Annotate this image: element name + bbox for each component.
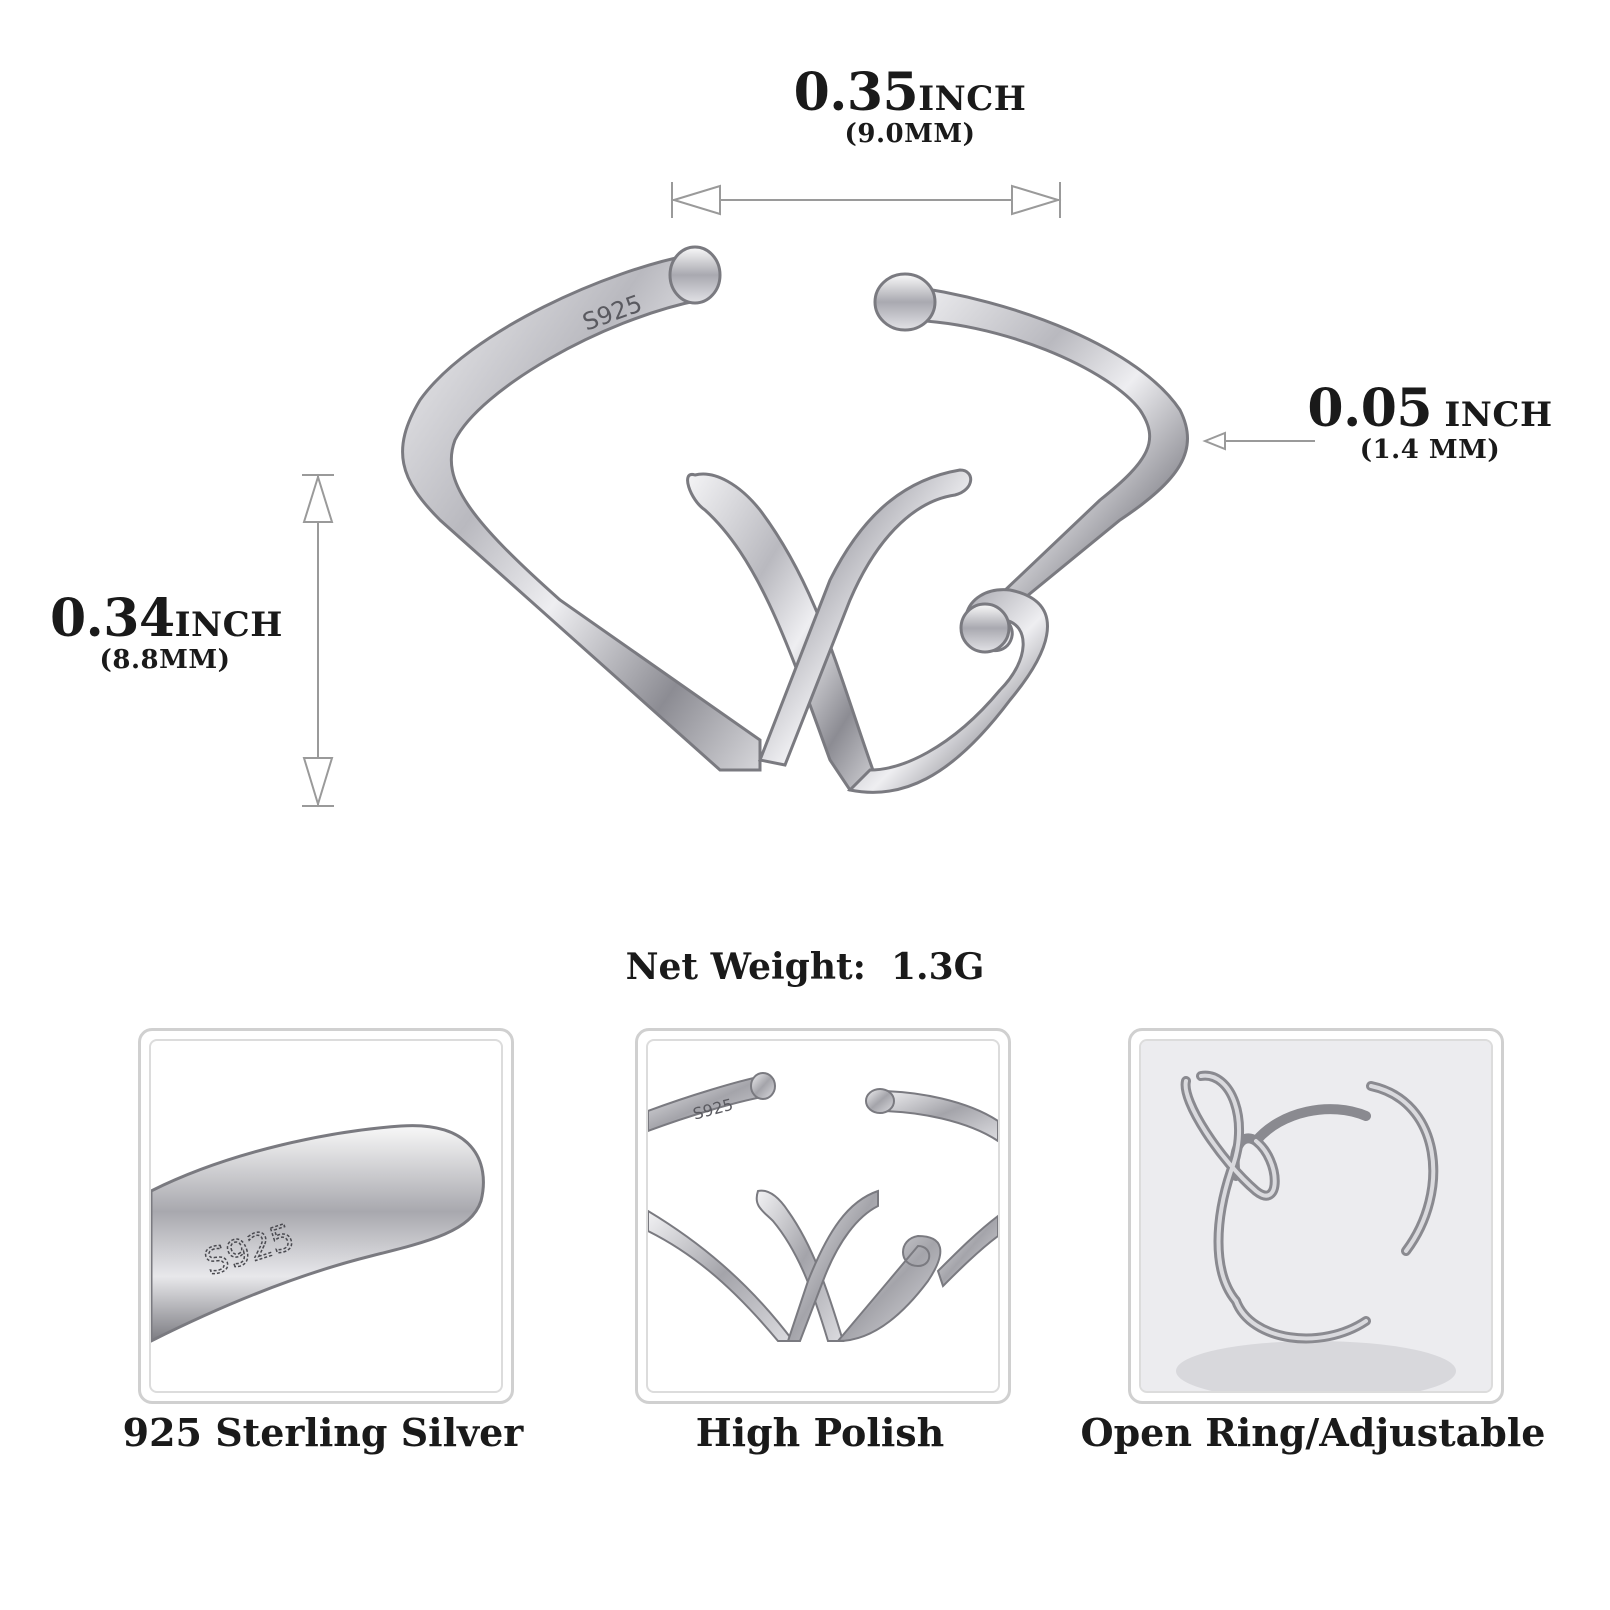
caption-sterling-silver: 925 Sterling Silver [122,1410,524,1455]
panel-frame: S925 [149,1039,503,1393]
band-value: 0.05 [1307,378,1433,439]
feature-panel-sterling-silver: S925 [138,1028,514,1404]
w-ring-front-view-icon: S925 [648,1072,998,1343]
panel-frame: S925 [646,1039,1000,1393]
ring-tip-right [873,272,937,332]
gap-metric: (9.0MM) [844,119,976,149]
caption-open-ring: Open Ring/Adjustable [1080,1410,1546,1455]
band-dimension-arrow [1202,431,1315,451]
panel-frame [1139,1039,1493,1393]
height-dimension-arrow [302,473,334,808]
height-dimension-label: 0.34INCH (8.8MM) [50,588,283,675]
height-value: 0.34 [50,588,175,649]
ring-band-right [898,283,1189,613]
caption-high-polish: High Polish [695,1410,945,1455]
letter-w-right-stroke [757,468,973,767]
net-weight: Net Weight: 1.3G [625,946,985,988]
s925-stamp-closeup-icon: S925 [151,1124,485,1343]
feature-panel-open-ring [1128,1028,1504,1404]
ring-tip-left [668,245,722,305]
band-unit: INCH [1432,395,1553,435]
letter-w-loop [846,588,1049,794]
letter-w-curl [959,602,1011,654]
ring-band-left [401,253,762,772]
gap-unit: INCH [918,79,1027,119]
gap-value: 0.35 [793,62,919,123]
gap-dimension-label: 0.35INCH (9.0MM) [780,62,1040,149]
band-metric: (1.4 MM) [1359,435,1501,465]
band-dimension-label: 0.05 INCH (1.4 MM) [1300,378,1560,465]
height-metric: (8.8MM) [99,645,231,675]
feature-panel-high-polish: S925 [635,1028,1011,1404]
height-unit: INCH [174,605,283,645]
gap-dimension-arrow [670,182,1062,218]
ring-side-view-icon [1141,1041,1491,1391]
